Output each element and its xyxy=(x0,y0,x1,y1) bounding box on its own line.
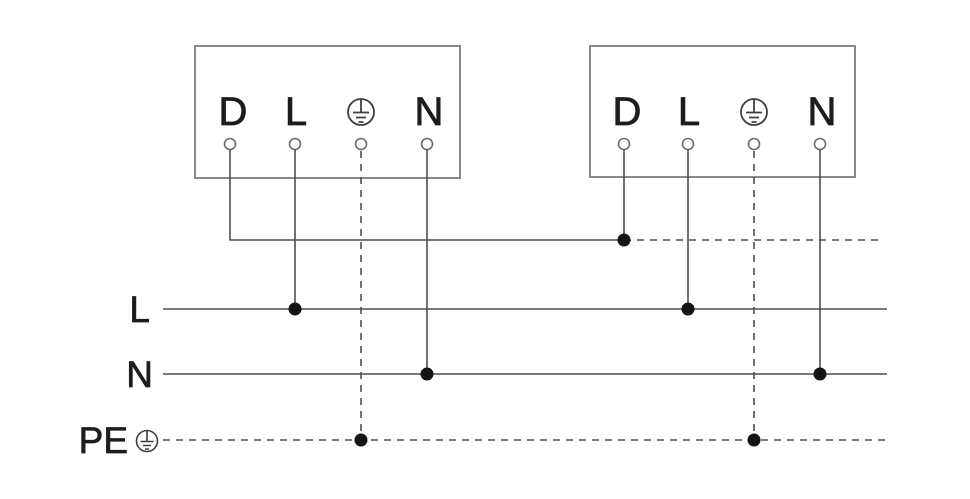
junction-dot xyxy=(288,302,302,316)
device-1-terminal-n-label: N xyxy=(415,90,444,134)
protective-earth-icon xyxy=(135,429,159,453)
device-2-terminal-pe-circle xyxy=(747,137,761,151)
device-2-terminal-d-circle xyxy=(617,137,631,151)
device-1-terminal-d-circle xyxy=(223,137,237,151)
device-2-terminal-n-circle xyxy=(813,137,827,151)
junction-dot xyxy=(617,233,631,247)
device-1-wire-d xyxy=(229,149,624,241)
device-2-terminal-n-label: N xyxy=(808,90,837,134)
device-1-terminal-l-label: L xyxy=(285,90,307,134)
junction-dot xyxy=(747,433,761,447)
protective-earth-icon xyxy=(740,98,768,126)
n-bus-label: N xyxy=(126,354,153,395)
device-1-terminal-d-label: D xyxy=(219,90,248,134)
device-1-terminal-l-circle xyxy=(288,137,302,151)
pe-bus-label: PE xyxy=(79,420,128,461)
l-bus-label: L xyxy=(129,289,150,330)
junction-dot xyxy=(354,433,368,447)
protective-earth-icon xyxy=(347,98,375,126)
device-2-terminal-d-label: D xyxy=(613,90,642,134)
device-1-box xyxy=(194,45,461,179)
junction-dot xyxy=(681,302,695,316)
device-2-terminal-l-label: L xyxy=(678,90,700,134)
junction-dot xyxy=(420,367,434,381)
junction-dot xyxy=(813,367,827,381)
device-1-terminal-pe-circle xyxy=(354,137,368,151)
device-2-box xyxy=(589,45,856,178)
device-1-terminal-n-circle xyxy=(420,137,434,151)
device-2-terminal-l-circle xyxy=(681,137,695,151)
